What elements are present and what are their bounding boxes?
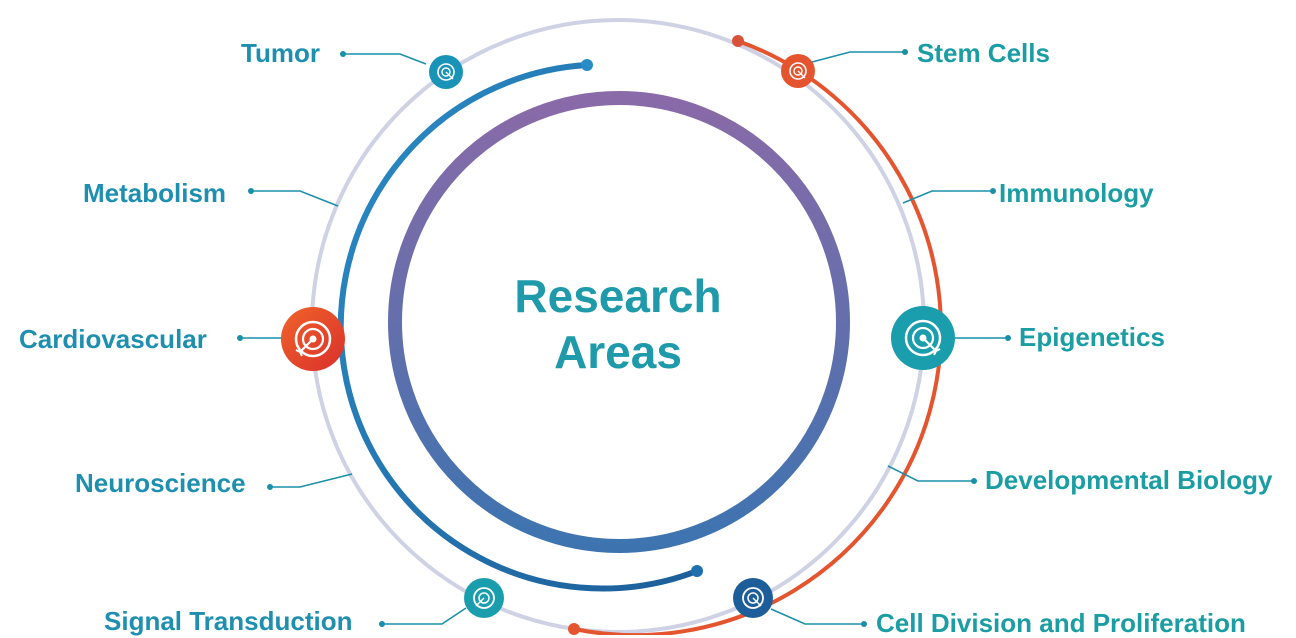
label-cardiovascular: Cardiovascular xyxy=(19,324,207,354)
connector-metabolism xyxy=(251,190,339,207)
target-icon-epigenetics xyxy=(891,306,955,370)
center-title: Research Areas xyxy=(468,268,768,380)
center-title-line2: Areas xyxy=(554,326,682,378)
blue-arc-start-dot xyxy=(581,59,593,71)
orange-arc-end-dot xyxy=(568,623,580,635)
blue-arc-end-dot xyxy=(691,565,703,577)
connector-developmental xyxy=(887,465,974,482)
outer-orange-arc xyxy=(573,39,943,635)
connector-dots-left xyxy=(237,51,385,627)
connector-lines-left xyxy=(240,53,467,625)
label-immunology: Immunology xyxy=(999,178,1154,208)
label-signal-transduction: Signal Transduction xyxy=(104,606,353,636)
middle-blue-arc xyxy=(337,62,699,592)
connector-stem-cells xyxy=(811,51,905,63)
label-cell-division: Cell Division and Proliferation xyxy=(876,608,1246,638)
connector-dots-right xyxy=(861,49,1011,627)
connector-tumor xyxy=(343,53,427,65)
target-icon-cell-division xyxy=(733,578,773,618)
label-neuroscience: Neuroscience xyxy=(75,468,246,498)
center-title-line1: Research xyxy=(514,270,722,322)
connector-immunology xyxy=(902,190,993,204)
connector-signal xyxy=(382,607,467,625)
target-icon-cardiovascular xyxy=(281,307,345,371)
inner-ring xyxy=(388,91,850,553)
target-icon-tumor xyxy=(429,55,463,89)
target-icon-signal-transduction xyxy=(464,578,504,618)
label-epigenetics: Epigenetics xyxy=(1019,322,1165,352)
label-stem-cells: Stem Cells xyxy=(917,38,1050,68)
target-icon-stem-cells xyxy=(781,54,815,88)
label-tumor: Tumor xyxy=(241,38,320,68)
label-metabolism: Metabolism xyxy=(83,178,227,208)
connector-neuroscience xyxy=(270,473,353,488)
orange-arc-start-dot xyxy=(732,35,744,47)
label-developmental-biology: Developmental Biology xyxy=(985,465,1273,495)
connector-cell-division xyxy=(770,608,864,625)
connector-lines-right xyxy=(770,51,1008,625)
